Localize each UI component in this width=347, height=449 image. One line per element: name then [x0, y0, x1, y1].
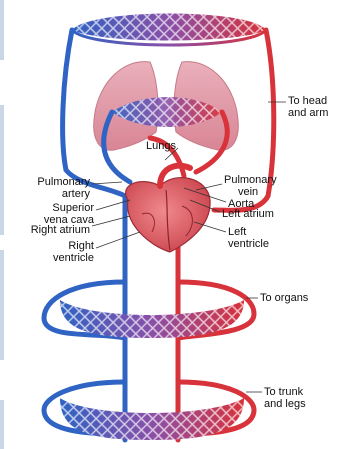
pulmonary-vein-label: Pulmonary vein — [224, 174, 277, 198]
lungs-label: Lungs — [146, 140, 176, 152]
to-trunk-label: To trunk and legs — [264, 386, 306, 410]
to-organs-label: To organs — [260, 292, 308, 304]
lungs — [94, 62, 239, 151]
left-atrium-label: Left atrium — [222, 208, 274, 220]
left-ventricle-label: Left ventricle — [228, 226, 269, 250]
heart — [126, 166, 210, 252]
right-ventricle-label: Right ventricle — [10, 240, 94, 264]
to-head-label: To head and arm — [288, 95, 328, 119]
superior-vena-cava-label: Superior vena cava — [10, 202, 94, 226]
pulmonary-artery-label: Pulmonary artery — [10, 176, 90, 200]
right-atrium-label: Right atrium — [10, 224, 90, 236]
